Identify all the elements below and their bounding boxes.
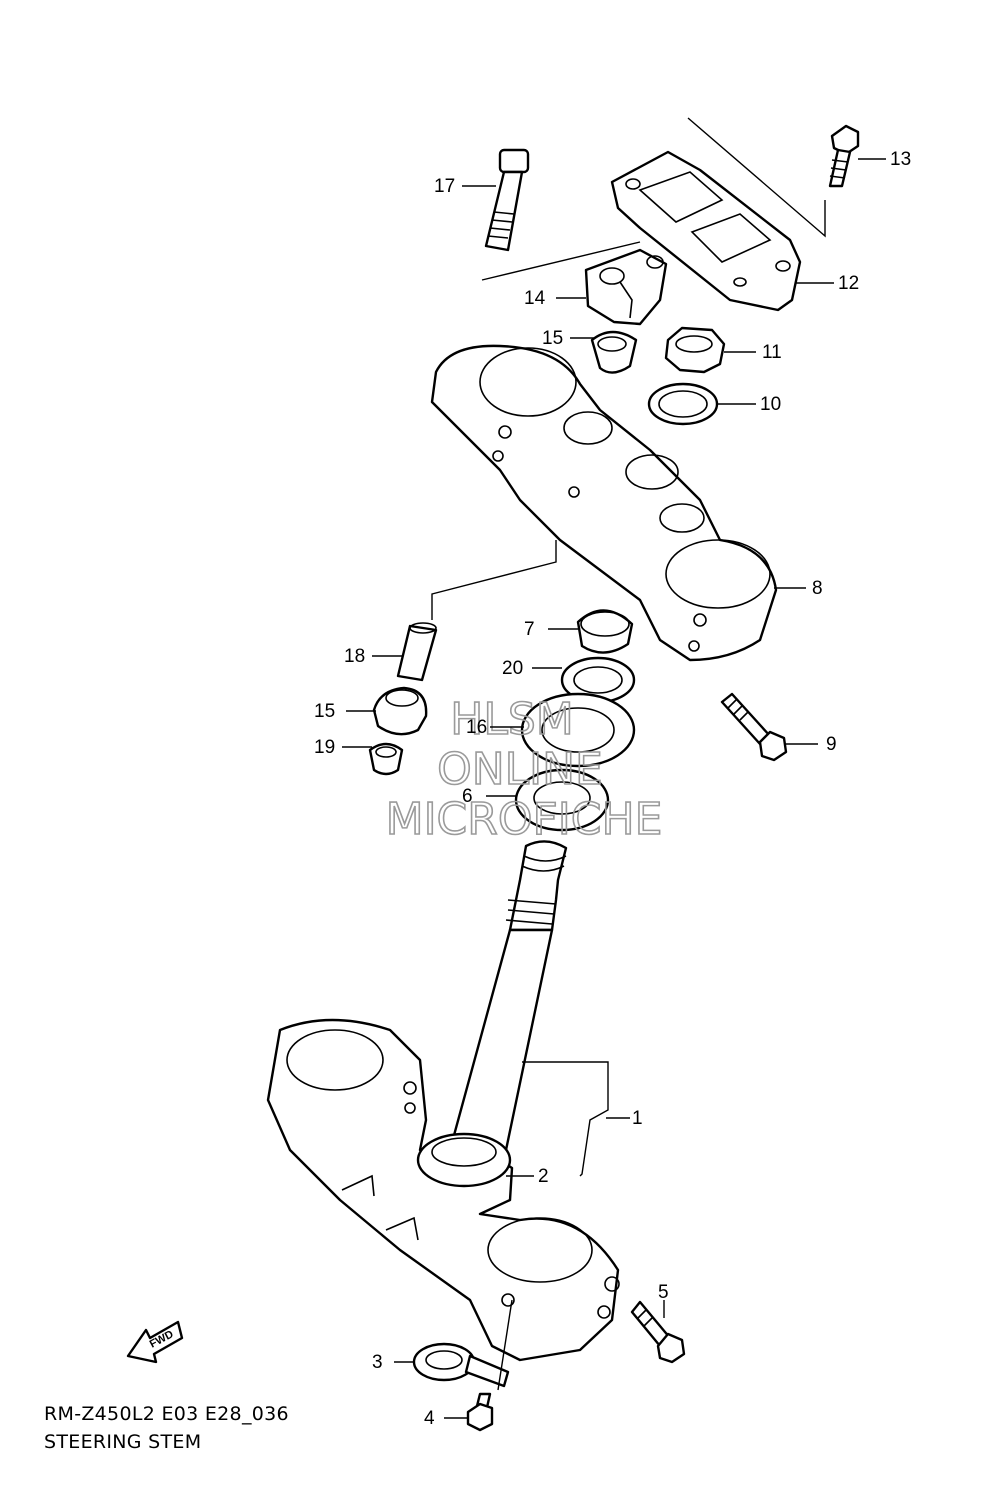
steering-stem-nut[interactable] [664, 326, 726, 374]
callout-8[interactable]: 8 [812, 578, 823, 599]
steering-stem-lower-bracket[interactable] [266, 840, 620, 1362]
hose-clamp-3[interactable] [412, 1342, 510, 1388]
collar-18[interactable] [396, 622, 438, 682]
callout-18[interactable]: 18 [344, 646, 365, 667]
callout-19[interactable]: 19 [314, 737, 335, 758]
cushion-19[interactable] [368, 742, 404, 776]
callout-11[interactable]: 11 [762, 342, 782, 363]
callout-13[interactable]: 13 [890, 149, 911, 170]
bearing-6[interactable] [514, 768, 610, 832]
callout-5[interactable]: 5 [658, 1282, 669, 1303]
callout-10[interactable]: 10 [760, 394, 781, 415]
watermark: HLSM ONLINE MICROFICHE [385, 693, 663, 846]
callout-2[interactable]: 2 [538, 1166, 549, 1187]
handlebar-upper-clamp[interactable] [610, 117, 826, 312]
callouts: 1 2 3 4 5 6 7 8 9 10 11 12 13 14 15 15 1… [314, 149, 911, 1429]
callout-16[interactable]: 16 [466, 717, 487, 738]
clamp-bolt-4[interactable] [466, 1299, 513, 1432]
callout-6[interactable]: 6 [462, 786, 473, 807]
washer-10[interactable] [647, 382, 719, 426]
fwd-arrow-icon: FWD [126, 1320, 184, 1364]
callout-15-upper[interactable]: 15 [542, 328, 563, 349]
bracket-bolt-9[interactable] [720, 692, 788, 762]
callout-15-lower[interactable]: 15 [314, 701, 335, 722]
watermark-line-2: ONLINE [437, 744, 603, 795]
pinch-bolt-5[interactable] [630, 1300, 686, 1364]
steering-upper-bracket[interactable] [430, 344, 778, 662]
leader-lines [342, 158, 886, 1419]
diagram-code: RM-Z450L2 E03 E28_036 [44, 1403, 289, 1425]
clamp-bolt-17[interactable] [481, 148, 641, 281]
diagram-title: STEERING STEM [44, 1431, 202, 1453]
callout-4[interactable]: 4 [424, 1408, 435, 1429]
watermark-line-1: HLSM [450, 694, 574, 745]
callout-17[interactable]: 17 [434, 176, 455, 197]
clamp-bolt-13[interactable] [828, 124, 860, 188]
cushion-upper[interactable] [590, 330, 638, 374]
callout-12[interactable]: 12 [838, 273, 859, 294]
watermark-line-3: MICROFICHE [386, 794, 663, 845]
handlebar-lower-holder[interactable] [584, 248, 668, 326]
callout-9[interactable]: 9 [826, 734, 837, 755]
bearing-race-7[interactable] [576, 609, 634, 654]
callout-7[interactable]: 7 [524, 619, 535, 640]
callout-3[interactable]: 3 [372, 1352, 383, 1373]
dust-seal-16[interactable] [520, 692, 636, 768]
callout-1[interactable]: 1 [632, 1108, 643, 1129]
callout-14[interactable]: 14 [524, 288, 546, 309]
cushion-lower[interactable] [372, 686, 428, 736]
callout-20[interactable]: 20 [502, 658, 523, 679]
